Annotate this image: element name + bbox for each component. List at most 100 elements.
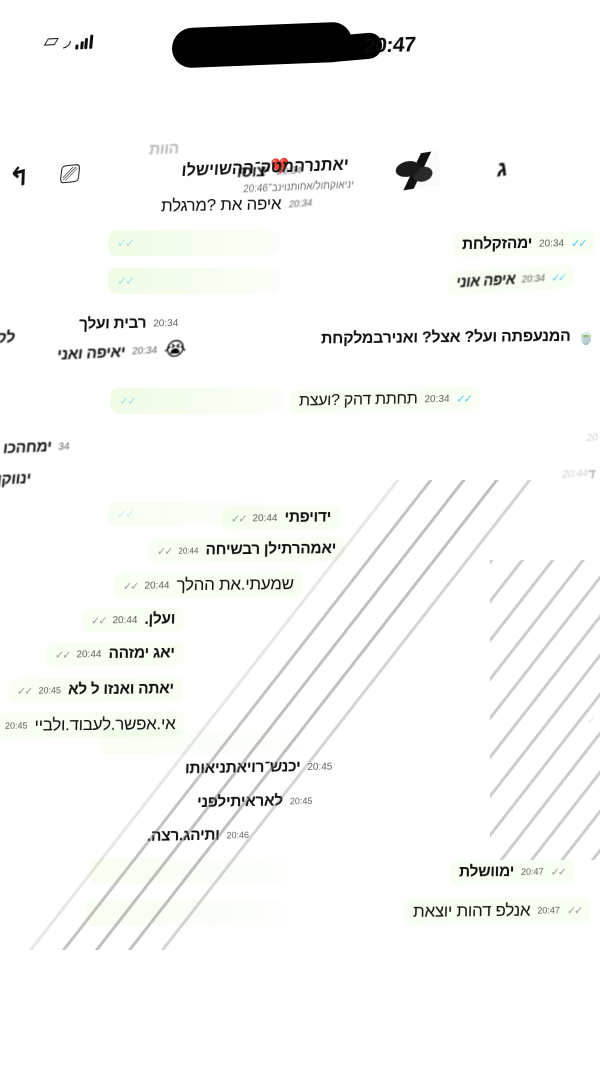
message-text: ותיהג.רצה. [146,826,220,845]
ghost-bubble: ✓✓ [108,502,270,526]
status-bar-clock: 20:47 [362,33,417,58]
message-row[interactable]: 34 ימחהכו [0,434,80,462]
message-row[interactable]: הוות [139,137,189,163]
message-time: 20:47 [536,905,560,916]
message-list[interactable]: ✓✓ ✓✓ ✓✓ ✓✓ הוות 20:34 יצוסו 20:34 איפה … [0,130,600,926]
message-row[interactable]: 😭 20:34 יאיפה ואני [46,335,196,371]
read-receipt-icon: ✓✓ [16,685,32,698]
clipped-message-fragment: לק [0,329,16,348]
message-text: איפה את ?מרגלת [160,194,282,216]
message-bubble-outgoing[interactable]: ✓✓ 20:34 תחתת דהק ?ועצת [289,386,481,414]
message-time: 20:44 [76,648,102,660]
message-text: לאראיתילפני [196,792,284,812]
message-time: 20:34 [276,164,303,178]
message-bubble-outgoing[interactable]: ✓✓ 20:34 איפה אוני [445,264,575,296]
message-bubble-outgoing[interactable]: אי.אפשר.לעבוד.ולביי 20:45 [0,711,185,739]
message-time: 20:45 [38,685,62,696]
message-time: 20:45 [4,720,28,731]
message-text: ינווקן [0,470,32,489]
message-text: המנעפתה ועל? אצל? ואנירבמלקחת [320,327,571,348]
ghost-bubble: ✓✓ [108,268,280,294]
message-bubble-incoming[interactable]: 20:46 ותיהג.רצה. [138,823,259,849]
message-row[interactable]: 20:34 רבית ועלך [70,311,188,337]
message-text: ידויפתי [284,508,332,526]
tea-emoji-icon: 🍵 [577,328,596,345]
message-row[interactable]: 20:46 ותיהג.רצה. [138,823,259,849]
message-time: 20:34 [153,317,179,330]
crying-emoji-icon: 😭 [162,339,188,362]
ghost-bubble: ✓✓ [108,230,280,256]
status-bar-left-icons: ▱ ◞ [43,30,94,53]
message-row[interactable]: 20:45 לאראיתילפני [188,789,322,816]
message-text: ימחהכו [2,438,53,458]
message-bubble-outgoing[interactable]: ידויפתי 20:44 ✓✓ [221,505,341,531]
message-time: 20:44 [144,579,170,592]
message-row[interactable]: שמעתי.את ההלך 20:44 ✓✓ [113,571,304,599]
message-row[interactable]: ינווקן [0,467,41,493]
message-bubble-outgoing[interactable]: 🍵 המנעפתה ועל? אצל? ואנירבמלקחת [312,324,600,351]
message-time: 34 [57,440,71,453]
message-text: יאתה ואנזו ל לא [67,680,175,699]
message-row[interactable]: יאג ימזהה 20:44 ✓✓ [45,641,184,667]
message-row[interactable]: ✓✓ 20:34 ימהזקלחת [452,230,595,258]
message-time: 20:34 [288,197,314,211]
message-row[interactable]: 🍵 המנעפתה ועל? אצל? ואנירבמלקחת [312,324,600,351]
message-row[interactable]: ✓✓ 20:47 ימוושלת [449,859,575,885]
message-row[interactable]: ידויפתי 20:44 ✓✓ [221,505,341,531]
message-bubble-incoming[interactable]: 20:34 איפה את ?מרגלת [152,190,323,219]
message-row[interactable]: ועלן. 20:44 ✓✓ [81,607,185,633]
message-row[interactable]: 20:45 יכנש־רויאתניאותו [176,754,342,781]
ghost-bubble: ✓✓ [110,388,284,414]
message-row[interactable]: יאמהרתילן רבשיחה 20:44 ✓✓ [147,536,346,564]
message-row[interactable]: 20:34 איפה את ?מרגלת [152,190,323,219]
message-text: איפה אוני [454,270,517,292]
message-bubble-incoming[interactable]: 20:34 יצוסו [227,158,312,186]
message-bubble-outgoing[interactable]: יאמהרתילן רבשיחה 20:44 ✓✓ [147,536,346,564]
message-bubble-incoming[interactable]: 20:45 לאראיתילפני [188,789,322,816]
message-time: 20:34 [424,393,450,405]
message-row[interactable]: יאתה ואנזו ל לא 20:45 ✓✓ [7,677,184,703]
read-receipt-icon: ✓✓ [570,237,586,250]
message-text: ימוושלת [458,862,515,881]
message-row[interactable]: אי.אפשר.לעבוד.ולביי 20:45 [0,711,185,739]
message-row[interactable]: ✓✓ 20:34 תחתת דהק ?ועצת [289,386,481,414]
message-text: יאמהרתילן רבשיחה [205,540,337,559]
chat-header: ↰ ⎚ ❤️ יאתנרהמטק־ההשוישלו יניאוקתול/אחות… [0,74,600,195]
read-receipt-icon: ✓✓ [566,904,582,917]
message-bubble-outgoing[interactable]: יאג ימזהה 20:44 ✓✓ [45,641,184,667]
read-receipt-icon: ✓✓ [550,865,566,879]
message-bubble-outgoing[interactable]: שמעתי.את ההלך 20:44 ✓✓ [113,571,304,599]
message-time: 20:34 [538,237,564,250]
message-bubble-outgoing[interactable]: יאתה ואנזו ל לא 20:45 ✓✓ [7,677,184,703]
message-text: יאג ימזהה [108,644,175,663]
message-row[interactable]: ✓✓ 20:34 איפה אוני [445,264,575,296]
message-time: 20:47 [520,866,544,877]
message-bubble-incoming[interactable]: 34 ימחהכו [0,434,80,462]
message-text: יצוסו [236,162,271,182]
clipped-receipt-fragment: ✓ [586,714,595,728]
message-time: 20:45 [307,761,333,773]
read-receipt-icon: ✓✓ [156,545,172,558]
message-bubble-incoming[interactable]: 20:34 רבית ועלך [70,311,188,337]
message-bubble-incoming[interactable]: הוות [139,137,189,163]
read-receipt-icon: ✓✓ [90,614,106,627]
message-bubble-outgoing[interactable]: ✓✓ 20:34 ימהזקלחת [452,230,595,258]
ghost-bubble [86,900,286,926]
clipped-time-fragment: 20 [585,431,599,445]
message-bubble-outgoing[interactable]: ✓✓ 20:47 ימוושלת [449,859,575,885]
message-time: 20:46 [226,830,250,841]
message-bubble-incoming[interactable]: ינווקן [0,467,41,493]
composer-bar[interactable]: ⌔ ⌾ ⌇ ┼ [0,920,600,1066]
message-bubble-outgoing[interactable]: ועלן. 20:44 ✓✓ [81,607,185,633]
message-text: רבית ועלך [78,314,147,333]
message-bubble-incoming[interactable]: 😭 20:34 יאיפה ואני [46,335,196,371]
read-receipt-icon: ✓✓ [456,392,472,406]
message-bubble-incoming[interactable]: 20:45 יכנש־רויאתניאותו [176,754,342,781]
message-text: ימהזקלחת [461,234,532,254]
battery-icon: ▱ [43,30,60,53]
read-receipt-icon: ✓✓ [550,271,566,285]
dynamic-island [172,21,352,69]
message-row[interactable]: 20:34 יצוסו [227,158,312,186]
